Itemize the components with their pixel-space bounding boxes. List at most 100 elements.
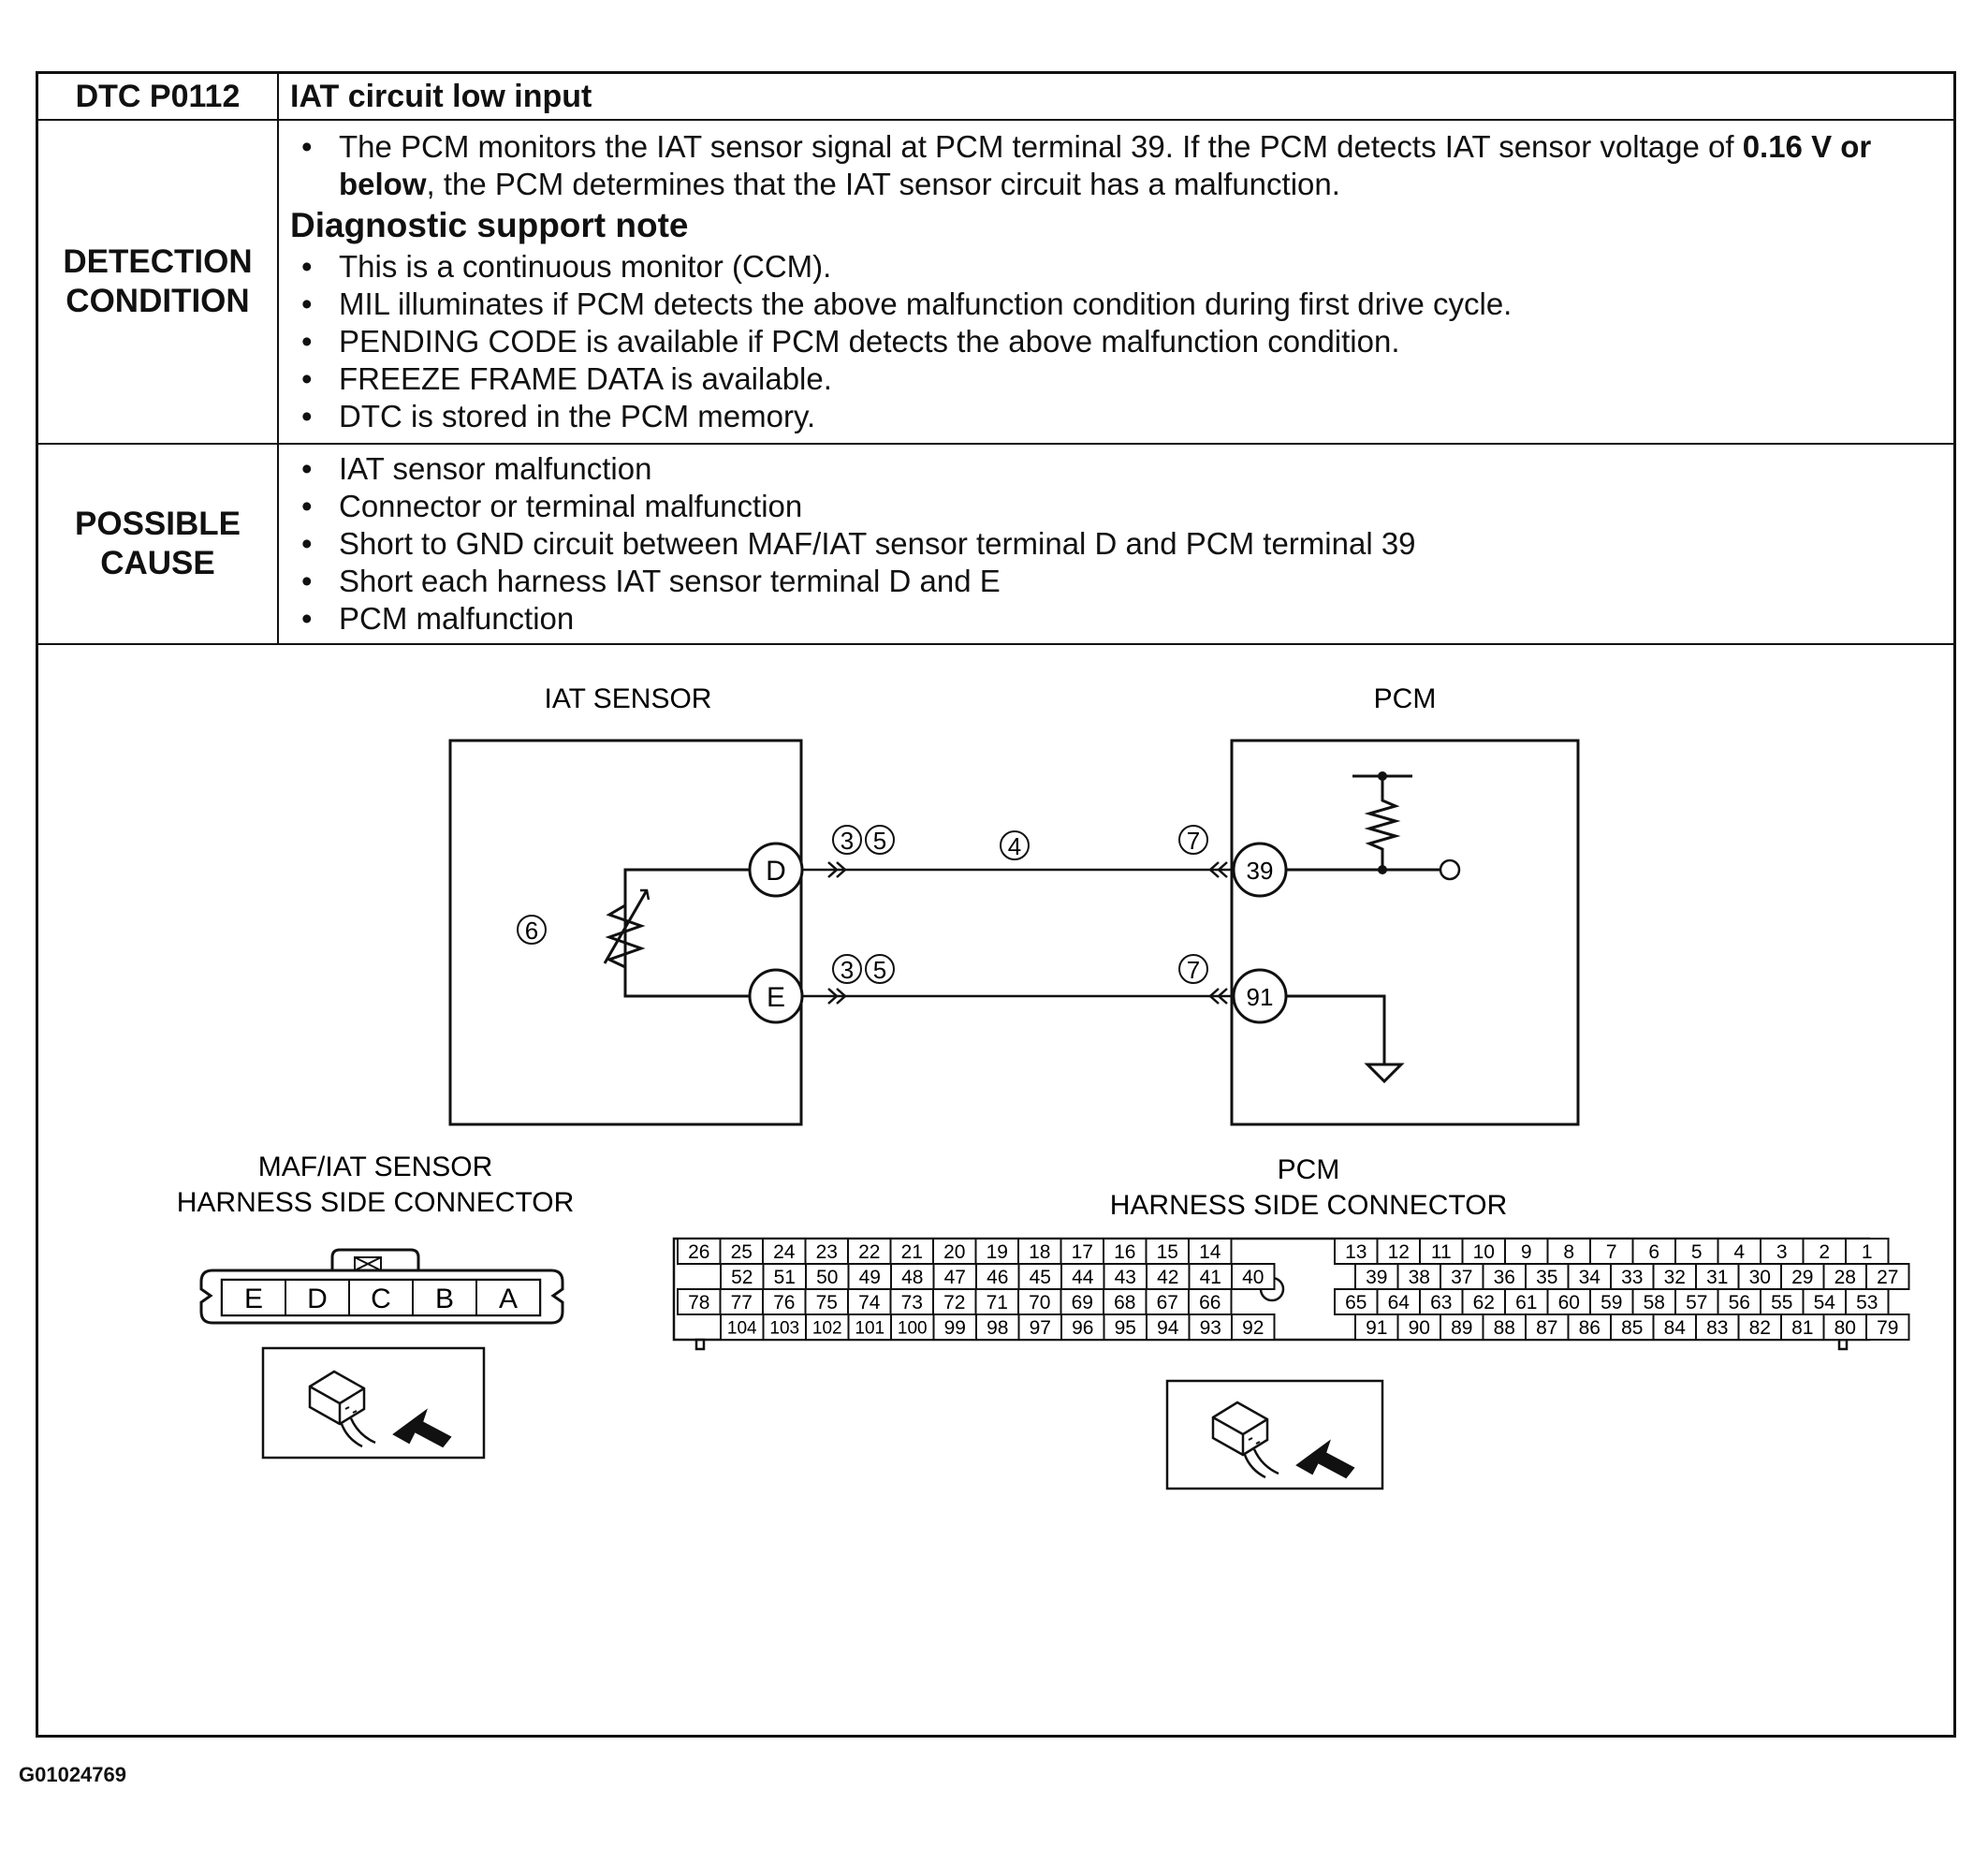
pcm-pin-89: 89 [1440, 1313, 1484, 1341]
pcm-pin-40: 40 [1231, 1263, 1276, 1290]
svg-text:42: 42 [1157, 1267, 1178, 1288]
pcm-pin-39: 39 [1354, 1263, 1399, 1290]
pcm-pin-71: 71 [974, 1288, 1019, 1315]
svg-text:60: 60 [1558, 1292, 1580, 1313]
svg-text:7: 7 [1606, 1241, 1617, 1263]
svg-text:B: B [435, 1284, 454, 1314]
svg-text:1: 1 [1862, 1241, 1873, 1263]
svg-text:9: 9 [1521, 1241, 1532, 1263]
pcm-pin-34: 34 [1567, 1263, 1612, 1290]
svg-text:E: E [244, 1284, 263, 1314]
cause-item: Short each harness IAT sensor terminal D… [290, 563, 1953, 600]
pcm-pin-35: 35 [1525, 1263, 1570, 1290]
svg-text:99: 99 [944, 1317, 966, 1339]
svg-text:101: 101 [855, 1318, 884, 1338]
svg-text:69: 69 [1072, 1292, 1093, 1313]
svg-text:89: 89 [1451, 1317, 1472, 1339]
pcm-pin-38: 38 [1396, 1263, 1441, 1290]
pcm-pin-57: 57 [1674, 1288, 1719, 1315]
svg-text:85: 85 [1621, 1317, 1643, 1339]
pcm-pin-91: 91 [1354, 1313, 1399, 1341]
pcm-pin-54: 54 [1802, 1288, 1847, 1315]
detection-condition-content: The PCM monitors the IAT sensor signal a… [279, 121, 1953, 443]
svg-text:75: 75 [816, 1292, 838, 1313]
svg-text:3: 3 [841, 827, 854, 855]
svg-text:15: 15 [1157, 1241, 1178, 1263]
iat-sensor-label: IAT SENSOR [545, 683, 712, 714]
svg-text:28: 28 [1835, 1267, 1856, 1288]
signal-terminal [1439, 858, 1461, 881]
svg-text:12: 12 [1388, 1241, 1410, 1263]
pcm-pin-92: 92 [1231, 1313, 1276, 1341]
pcm-pin-69: 69 [1060, 1288, 1104, 1315]
terminal-39-label: 39 [1247, 857, 1274, 885]
pcm-pin-103: 103 [762, 1313, 807, 1341]
pcm-pin-23: 23 [804, 1238, 849, 1265]
svg-text:64: 64 [1388, 1292, 1411, 1313]
pcm-pin-61: 61 [1504, 1288, 1549, 1315]
svg-text:37: 37 [1451, 1267, 1472, 1288]
svg-text:D: D [307, 1284, 328, 1314]
figure-id: G01024769 [19, 1763, 126, 1786]
svg-text:63: 63 [1430, 1292, 1452, 1313]
note-item: MIL illuminates if PCM detects the above… [290, 286, 1953, 323]
svg-text:2: 2 [1819, 1241, 1830, 1263]
pcm-pin-32: 32 [1652, 1263, 1697, 1290]
junction-dot [1378, 865, 1387, 874]
callout-7-top: 7 [1178, 825, 1208, 855]
svg-text:62: 62 [1473, 1292, 1495, 1313]
pcm-pin-93: 93 [1188, 1313, 1233, 1341]
pcm-pin-9: 9 [1504, 1238, 1549, 1265]
svg-text:32: 32 [1664, 1267, 1686, 1288]
svg-text:24: 24 [773, 1241, 796, 1263]
pcm-pin-43: 43 [1103, 1263, 1147, 1290]
pcm-pin-17: 17 [1060, 1238, 1104, 1265]
maf-connector-view-icon [261, 1346, 486, 1460]
dtc-table: DTC P0112 IAT circuit low input DETECTIO… [36, 71, 1956, 1738]
svg-text:7: 7 [1187, 956, 1200, 984]
svg-text:31: 31 [1706, 1267, 1728, 1288]
svg-text:98: 98 [987, 1317, 1008, 1339]
thermistor-wiring [603, 868, 750, 998]
svg-text:6: 6 [1648, 1241, 1659, 1263]
pcm-pin-25: 25 [719, 1238, 764, 1265]
pcm-pin-5: 5 [1674, 1238, 1719, 1265]
possible-cause-content: IAT sensor malfunction Connector or term… [279, 445, 1953, 643]
svg-text:68: 68 [1114, 1292, 1135, 1313]
junction-dot [1378, 771, 1387, 781]
svg-text:49: 49 [859, 1267, 881, 1288]
pcm-pin-96: 96 [1060, 1313, 1105, 1341]
svg-text:3: 3 [1776, 1241, 1788, 1263]
pcm-label: PCM [1374, 683, 1437, 714]
note-item: This is a continuous monitor (CCM). [290, 248, 1953, 286]
terminal-91-label: 91 [1247, 983, 1274, 1011]
pcm-pin-52: 52 [720, 1263, 765, 1290]
maf-pin-a: A [475, 1279, 541, 1316]
pcm-pin-42: 42 [1146, 1263, 1191, 1290]
svg-text:27: 27 [1877, 1267, 1898, 1288]
pcm-pin-64: 64 [1376, 1288, 1421, 1315]
pcm-pin-11: 11 [1419, 1238, 1464, 1265]
svg-text:18: 18 [1029, 1241, 1050, 1263]
pcm-pin-68: 68 [1103, 1288, 1147, 1315]
terminal-e-label: E [767, 982, 785, 1013]
pcm-pin-21: 21 [889, 1238, 934, 1265]
pcm-pin-79: 79 [1865, 1313, 1910, 1341]
svg-text:84: 84 [1664, 1317, 1687, 1339]
svg-text:67: 67 [1157, 1292, 1178, 1313]
svg-text:20: 20 [943, 1241, 965, 1263]
svg-text:33: 33 [1621, 1267, 1643, 1288]
svg-text:80: 80 [1835, 1317, 1856, 1339]
pcm-pin-99: 99 [932, 1313, 977, 1341]
pcm-pin-78: 78 [677, 1288, 722, 1315]
pcm-pin-56: 56 [1717, 1288, 1761, 1315]
pcm-pin-44: 44 [1060, 1263, 1105, 1290]
callout-6: 6 [517, 915, 547, 945]
note-item: PENDING CODE is available if PCM detects… [290, 323, 1953, 360]
maf-connector-caption-1: MAF/IAT SENSOR [258, 1152, 493, 1182]
pcm-pin-102: 102 [805, 1313, 850, 1341]
svg-text:104: 104 [727, 1318, 757, 1338]
pcm-pin-90: 90 [1396, 1313, 1441, 1341]
